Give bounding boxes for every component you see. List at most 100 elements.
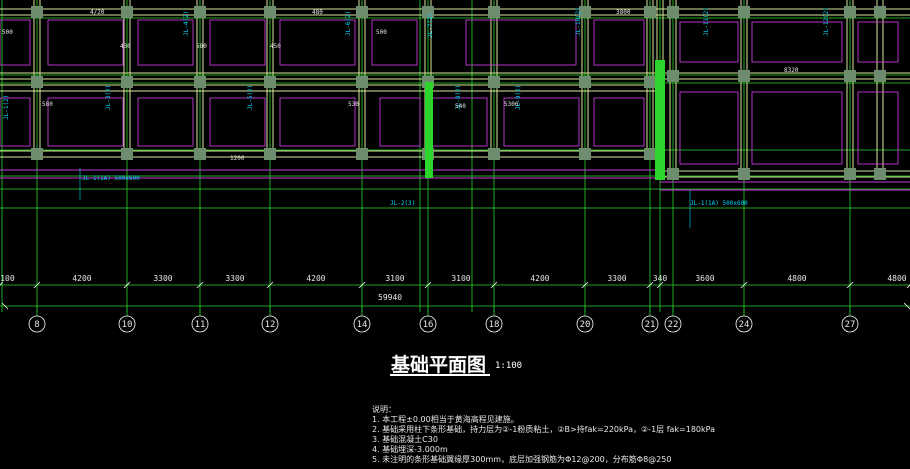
- column: [31, 6, 43, 18]
- span-dimension: 3300: [153, 274, 172, 283]
- small-dimension: 480: [312, 9, 323, 16]
- axis-label: 10: [122, 320, 133, 330]
- axis-bubble: [576, 315, 594, 333]
- small-dimension: 3800: [616, 9, 631, 16]
- column: [422, 6, 434, 18]
- column: [738, 6, 750, 18]
- dimension-tick: [740, 281, 748, 289]
- column: [488, 6, 500, 18]
- small-dimension: 450: [270, 43, 281, 50]
- general-notes: 说明： 1. 本工程±0.00相当于黄海高程见建施。 2. 基础采用柱下条形基础…: [372, 405, 715, 465]
- span-dimension: 3300: [225, 274, 244, 283]
- room-wall-outline: [503, 97, 580, 147]
- note-item: 5. 未注明的条形基础翼缘厚300mm，底层加强钢筋为Φ12@200，分布筋Φ8…: [372, 455, 672, 464]
- room-wall-outline: [209, 19, 266, 66]
- beam-label: JL-5(2): [247, 85, 254, 110]
- dimension-tick: [196, 281, 204, 289]
- axis-bubble: [261, 315, 279, 333]
- axis-label: 11: [195, 320, 206, 330]
- dimension-tick: [123, 281, 131, 289]
- highlight-beam: [655, 60, 665, 180]
- drawing-scale: 1:100: [495, 361, 523, 371]
- room-wall-outline: [47, 97, 124, 147]
- note-item: 4. 基础埋深-3.000m: [372, 445, 448, 454]
- axis-label: 27: [845, 320, 856, 330]
- axis-label: 20: [580, 320, 591, 330]
- column: [579, 76, 591, 88]
- column: [579, 6, 591, 18]
- axis-bubble: [191, 315, 209, 333]
- axis-bubble: [841, 315, 859, 333]
- beam-label: JL-9(2): [515, 85, 522, 110]
- beam-label: JL-7(2): [427, 13, 434, 38]
- column: [738, 168, 750, 180]
- column: [121, 6, 133, 18]
- beam-callout: JL-1(1A) 500x600: [690, 200, 748, 207]
- column: [644, 148, 656, 160]
- axis-label: 21: [645, 320, 656, 330]
- room-wall-outline: [857, 91, 899, 165]
- dimension-tick: [266, 281, 274, 289]
- beam-label: JL-1(2): [3, 95, 10, 120]
- column: [874, 70, 886, 82]
- small-dimension: 500: [2, 29, 13, 36]
- axis-label: 16: [423, 320, 434, 330]
- beam-label: JL-8(2): [455, 85, 462, 110]
- room-wall-outline: [279, 97, 356, 147]
- beam-callout: JL-1(1A) 500x600: [82, 175, 140, 182]
- note-item: 1. 本工程±0.00相当于黄海高程见建施。: [372, 415, 519, 424]
- column: [644, 6, 656, 18]
- axis-bubble: [118, 315, 136, 333]
- column: [488, 76, 500, 88]
- room-wall-outline: [857, 21, 899, 63]
- small-dimension: 530: [348, 101, 359, 108]
- column: [264, 76, 276, 88]
- room-wall-outline: [679, 21, 739, 63]
- axis-bubble: [353, 315, 371, 333]
- axis-label: 22: [668, 320, 679, 330]
- span-dimension: 3100: [451, 274, 470, 283]
- column: [738, 70, 750, 82]
- plan-layer: 3100420033003300420031003100420033003403…: [0, 0, 910, 333]
- title-underline: [390, 374, 490, 376]
- column: [844, 70, 856, 82]
- drawing-title: 基础平面图: [391, 354, 487, 376]
- column: [194, 6, 206, 18]
- axis-bubble: [485, 315, 503, 333]
- small-dimension: 4/20: [90, 9, 105, 16]
- beam-label: JL-4(2): [183, 11, 190, 36]
- small-dimension: 500: [376, 29, 387, 36]
- room-wall-outline: [371, 19, 418, 66]
- beam-label: JL-6(2): [345, 11, 352, 36]
- room-wall-outline: [679, 91, 739, 165]
- room-wall-outline: [751, 21, 843, 63]
- axis-label: 18: [489, 320, 500, 330]
- span-dimension: 3300: [607, 274, 626, 283]
- room-wall-outline: [279, 19, 356, 66]
- span-dimension: 4800: [787, 274, 806, 283]
- room-wall-outline: [137, 19, 194, 66]
- dimension-tick: [33, 281, 41, 289]
- axis-label: 24: [739, 320, 750, 330]
- total-dimension: 59940: [378, 293, 402, 302]
- room-wall-outline: [209, 97, 266, 147]
- column: [194, 148, 206, 160]
- room-wall-outline: [593, 19, 645, 66]
- small-dimension: 540: [455, 103, 466, 110]
- beam-label: JL-10(2): [575, 7, 582, 36]
- room-wall-outline: [751, 91, 843, 165]
- dimension-tick: [646, 281, 654, 289]
- dimension-tick: [906, 284, 910, 289]
- dimension-tick: [656, 281, 664, 289]
- column: [121, 148, 133, 160]
- small-dimension: 1200: [230, 155, 245, 162]
- small-dimension: 580: [196, 43, 207, 50]
- column: [667, 168, 679, 180]
- column: [874, 168, 886, 180]
- axis-bubble: [419, 315, 437, 333]
- span-dimension: 3100: [0, 274, 15, 283]
- axis-label: 8: [34, 320, 39, 330]
- room-wall-outline: [137, 97, 194, 147]
- beam-callout: JL-2(3): [390, 200, 415, 207]
